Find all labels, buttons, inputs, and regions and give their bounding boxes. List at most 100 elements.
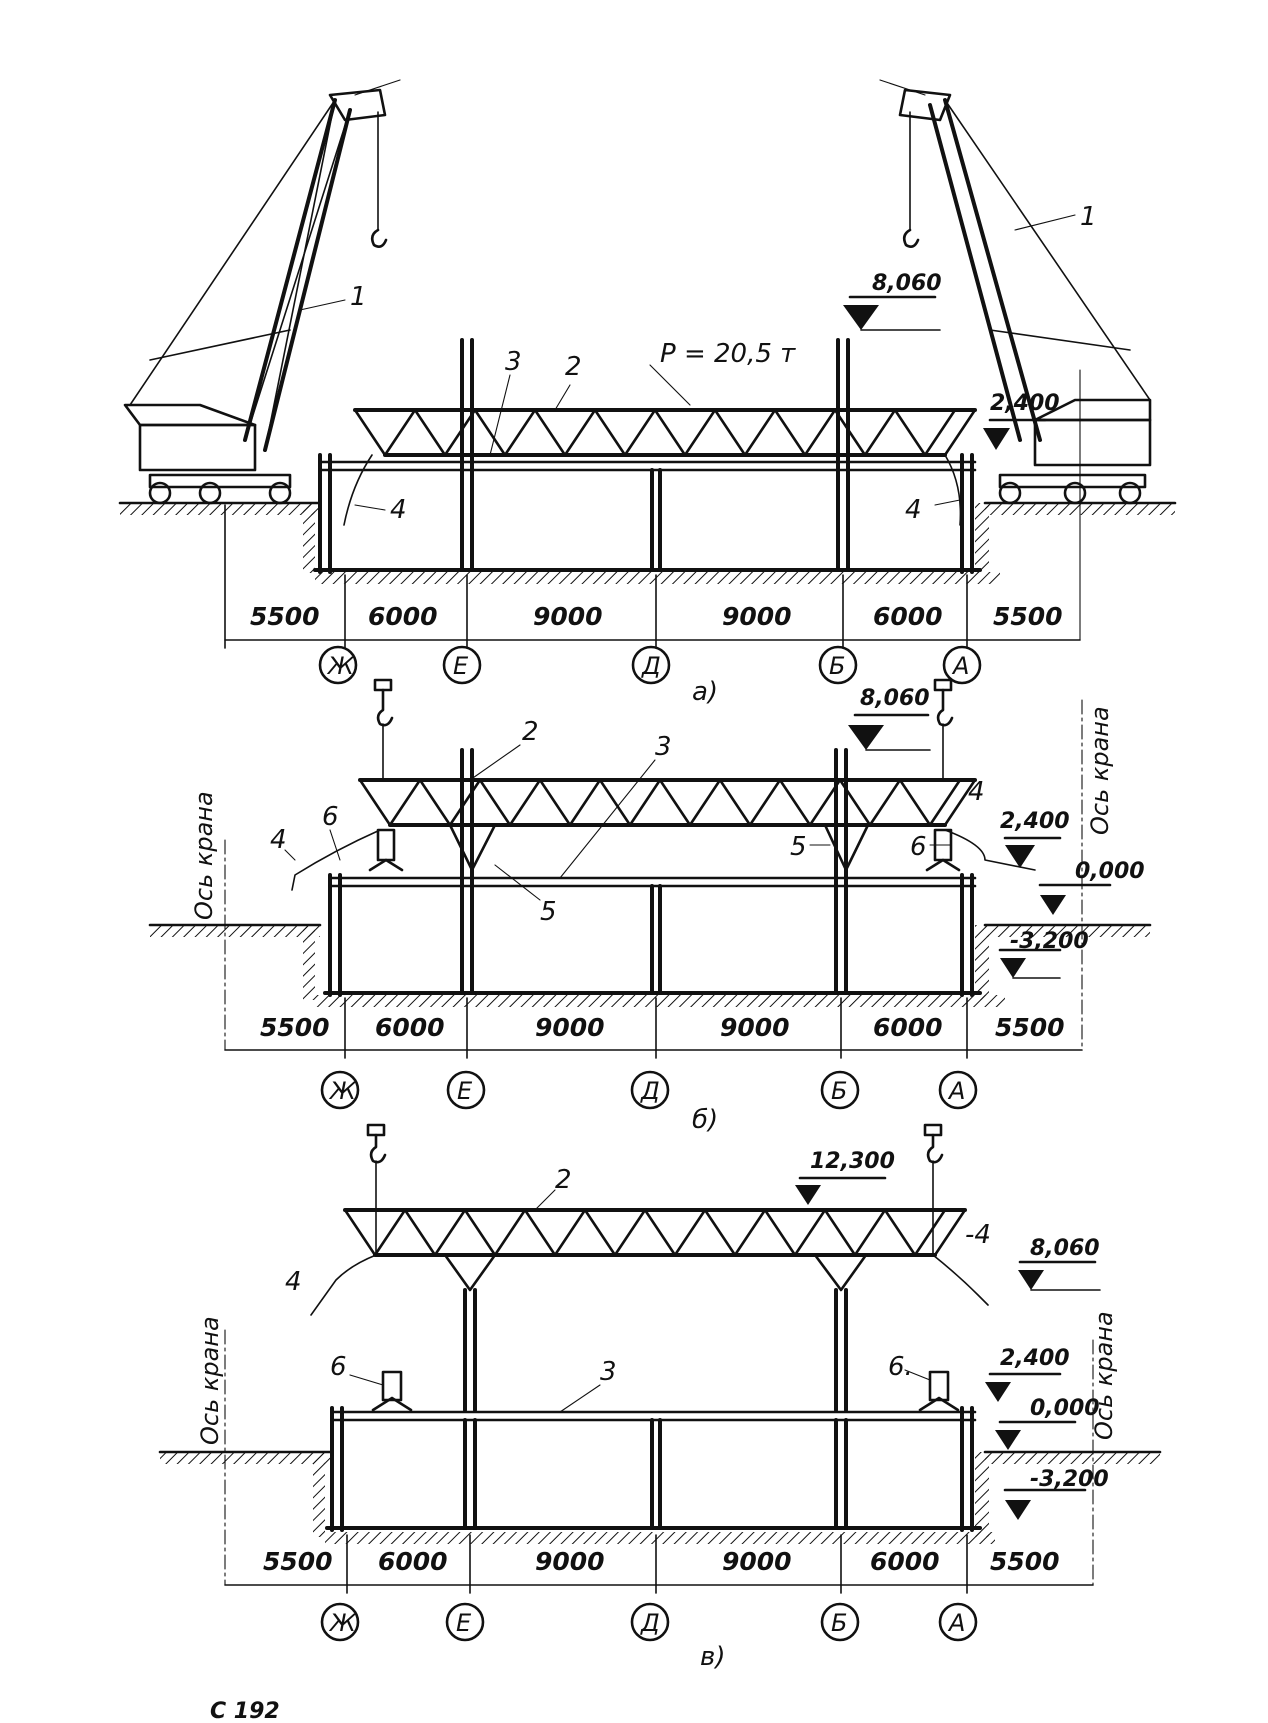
elev-c-truss: 8,060 bbox=[1018, 1236, 1101, 1291]
span-a-2: 6000 bbox=[368, 602, 438, 631]
dims-c: 5500 6000 9000 9000 6000 5500 bbox=[224, 1534, 1094, 1594]
callout-c-rope-right: -4 bbox=[965, 1220, 991, 1250]
callout-b-truss: 2 bbox=[522, 717, 539, 747]
span-c-4: 9000 bbox=[722, 1547, 792, 1576]
span-c-6: 5500 bbox=[990, 1547, 1060, 1576]
callout-c-truss: 2 bbox=[555, 1165, 572, 1195]
caption-a: а) bbox=[692, 677, 718, 707]
load-label: P = 20,5 т bbox=[660, 339, 796, 369]
callout-a-truss: 2 bbox=[565, 352, 582, 382]
axis-c-e: Е bbox=[456, 1609, 472, 1637]
crane-axis-b: Ось крана bbox=[190, 791, 218, 920]
elev-c-zero-label: 0,000 bbox=[1030, 1396, 1100, 1421]
hooks-b bbox=[373, 678, 954, 781]
elev-c-bottom: -3,200 bbox=[1003, 1467, 1109, 1520]
elev-c-truss-label: 8,060 bbox=[1030, 1236, 1100, 1261]
crane-axis-b-right: Ось крана bbox=[1086, 706, 1114, 835]
truss-a bbox=[353, 408, 977, 457]
axes-c: Ж Е Д Б А bbox=[320, 1602, 978, 1642]
axis-c-b: Б bbox=[831, 1609, 847, 1637]
elev-c-mid: 2,400 bbox=[985, 1346, 1070, 1402]
elev-b-bottom-label: -3,200 bbox=[1010, 929, 1089, 954]
ground-a bbox=[118, 501, 1177, 584]
span-b-1: 5500 bbox=[260, 1013, 330, 1042]
hooks-c bbox=[366, 1123, 944, 1256]
axis-c-d: Д bbox=[640, 1609, 660, 1637]
span-b-4: 9000 bbox=[720, 1013, 790, 1042]
elev-c-mid-label: 2,400 bbox=[1000, 1346, 1070, 1371]
callout-c-support-right: 6. bbox=[888, 1352, 913, 1382]
elev-a-crane-label: 2,400 bbox=[990, 391, 1060, 416]
panel-a: 8,060 2,400 1 1 3 2 P = 20,5 т 4 4 bbox=[118, 79, 1177, 707]
callout-b-brace-right: 5 bbox=[790, 832, 807, 862]
ground-b bbox=[148, 923, 1152, 1007]
axes-a: Ж Е Д Б А bbox=[318, 645, 982, 685]
span-a-6: 5500 bbox=[993, 602, 1063, 631]
callout-c-support-left: 6 bbox=[330, 1352, 347, 1382]
rope-b-right bbox=[944, 829, 1036, 871]
rope-c-right bbox=[932, 1254, 989, 1306]
span-a-3: 9000 bbox=[533, 602, 603, 631]
callout-a-rope-right: 4 bbox=[905, 495, 922, 525]
axis-c-a: А bbox=[947, 1609, 965, 1637]
axis-b-zh: Ж bbox=[328, 1077, 357, 1105]
dims-b: 5500 6000 9000 9000 6000 5500 bbox=[224, 997, 1083, 1059]
callout-a-crane-left: 1 bbox=[350, 282, 367, 312]
panel-c: 12,300 8,060 2,400 0,000 -3,200 Ось кран… bbox=[158, 1123, 1162, 1672]
axis-a-zh: Ж bbox=[326, 652, 355, 680]
span-c-3: 9000 bbox=[535, 1547, 605, 1576]
span-a-5: 6000 bbox=[873, 602, 943, 631]
axis-b-a: А bbox=[947, 1077, 965, 1105]
truss-b bbox=[358, 778, 977, 872]
callout-b-rope-left: 4 bbox=[270, 825, 287, 855]
ground-c bbox=[158, 1450, 1162, 1544]
callout-c-beam: 3 bbox=[600, 1357, 617, 1387]
elev-a-top-label: 8,060 bbox=[872, 271, 942, 296]
callout-c-rope-left: 4 bbox=[285, 1267, 302, 1297]
elev-c-bottom-label: -3,200 bbox=[1030, 1467, 1109, 1492]
rope-c-left bbox=[310, 1254, 377, 1316]
callout-b-brace-left: 5 bbox=[540, 897, 557, 927]
elev-c-zero: 0,000 bbox=[995, 1396, 1100, 1450]
elev-c-top: 12,300 bbox=[795, 1149, 895, 1205]
elev-b-top: 8,060 bbox=[848, 686, 931, 751]
elev-b-mid: 2,400 bbox=[1000, 809, 1070, 868]
callout-a-beam: 3 bbox=[505, 347, 522, 377]
elev-b-mid-label: 2,400 bbox=[1000, 809, 1070, 834]
crane-right bbox=[879, 79, 1152, 641]
span-c-5: 6000 bbox=[870, 1547, 940, 1576]
panel-b: 8,060 2,400 0,000 -3,200 Ось крана Ось к… bbox=[148, 678, 1152, 1135]
page-footer: С 192 bbox=[210, 1699, 280, 1723]
rope-b-left bbox=[291, 829, 381, 891]
truss-c bbox=[343, 1208, 967, 1292]
axis-c-zh: Ж bbox=[328, 1609, 357, 1637]
elev-c-top-label: 12,300 bbox=[810, 1149, 895, 1174]
caption-c: в) bbox=[700, 1642, 725, 1672]
crane-axis-c-right: Ось крана bbox=[1090, 1311, 1118, 1440]
axes-b: Ж Е Д Б А bbox=[320, 1070, 978, 1110]
dims-a: 5500 6000 9000 9000 6000 5500 bbox=[224, 504, 1081, 649]
callout-b-support-left: 6 bbox=[322, 802, 339, 832]
span-a-4: 9000 bbox=[722, 602, 792, 631]
span-b-2: 6000 bbox=[375, 1013, 445, 1042]
axis-a-e: Е bbox=[453, 652, 469, 680]
elev-b-zero: 0,000 bbox=[1038, 859, 1145, 915]
axis-a-a: А bbox=[951, 652, 969, 680]
elev-b-zero-label: 0,000 bbox=[1075, 859, 1145, 884]
span-b-5: 6000 bbox=[873, 1013, 943, 1042]
frame-c bbox=[325, 1288, 982, 1532]
axis-a-d: Д bbox=[641, 652, 661, 680]
span-c-2: 6000 bbox=[378, 1547, 448, 1576]
elev-b-top-label: 8,060 bbox=[860, 686, 930, 711]
crane-axis-c-left: Ось крана bbox=[196, 1316, 224, 1445]
rope-a-right bbox=[944, 454, 962, 526]
caption-b: б) bbox=[692, 1105, 718, 1135]
callout-b-rope-right: 4 bbox=[968, 777, 985, 807]
callout-b-support-right: 6 bbox=[910, 832, 927, 862]
elev-a-top: 8,060 bbox=[843, 271, 942, 331]
callout-b-beam: 3 bbox=[655, 732, 672, 762]
axis-a-b: Б bbox=[829, 652, 845, 680]
span-c-1: 5500 bbox=[263, 1547, 333, 1576]
span-b-3: 9000 bbox=[535, 1013, 605, 1042]
callout-a-rope-left: 4 bbox=[390, 495, 407, 525]
